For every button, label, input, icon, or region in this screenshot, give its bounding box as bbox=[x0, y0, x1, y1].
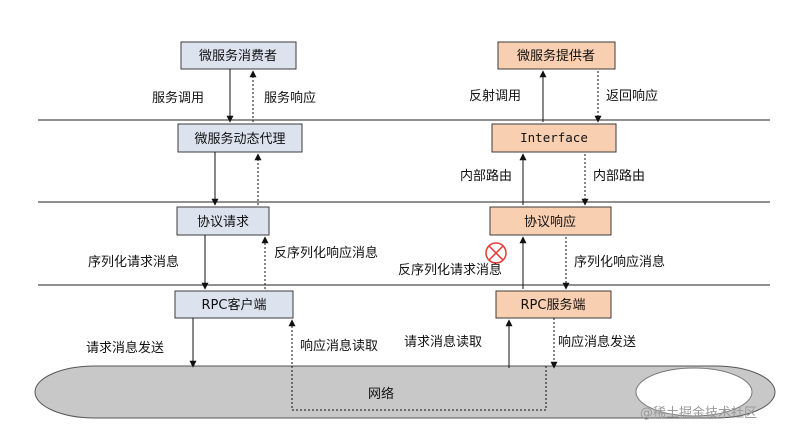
consumer-box bbox=[180, 41, 297, 70]
protocol-request-box bbox=[176, 206, 270, 236]
rpc-server-label: RPC服务端 bbox=[521, 297, 586, 313]
protocol-response-label: 协议响应 bbox=[524, 214, 576, 230]
protocol-request-label: 协议请求 bbox=[197, 215, 249, 230]
label-serialize-response: 序列化响应消息 bbox=[574, 254, 665, 270]
label-return-response: 返回响应 bbox=[606, 88, 658, 104]
protocol-response-box bbox=[489, 206, 612, 236]
arrow-response-return-path bbox=[288, 319, 547, 411]
dynamic-proxy-label: 微服务动态代理 bbox=[194, 131, 285, 147]
circle-x-icon bbox=[485, 242, 507, 264]
dynamic-proxy-box bbox=[177, 123, 303, 153]
network-shape bbox=[34, 365, 776, 419]
watermark: @稀土掘金技术社区 bbox=[640, 405, 757, 421]
consumer-box-label: 微服务消费者 bbox=[199, 48, 277, 64]
label-service-response: 服务响应 bbox=[264, 90, 316, 106]
rpc-client-box bbox=[174, 290, 294, 319]
rpc-server-box bbox=[495, 290, 612, 319]
label-deserialize-response: 反序列化响应消息 bbox=[274, 245, 378, 261]
label-read-request: 请求消息读取 bbox=[404, 334, 482, 350]
provider-box-label: 微服务提供者 bbox=[517, 48, 595, 64]
provider-box bbox=[497, 41, 616, 70]
label-send-request: 请求消息发送 bbox=[86, 340, 164, 356]
network-highlight bbox=[635, 367, 753, 417]
label-reflect-call: 反射调用 bbox=[469, 88, 521, 104]
label-service-call: 服务调用 bbox=[152, 90, 204, 106]
rpc-client-label: RPC客户端 bbox=[202, 297, 267, 313]
label-internal-route-right: 内部路由 bbox=[593, 168, 645, 184]
label-read-response: 响应消息读取 bbox=[300, 338, 378, 354]
label-send-response: 响应消息发送 bbox=[558, 334, 636, 350]
network-label: 网络 bbox=[368, 386, 394, 402]
label-internal-route-left: 内部路由 bbox=[460, 168, 512, 184]
label-deserialize-request: 反序列化请求消息 bbox=[398, 262, 502, 278]
interface-box bbox=[491, 123, 617, 153]
label-serialize-request: 序列化请求消息 bbox=[88, 254, 179, 270]
interface-label: Interface bbox=[520, 130, 588, 145]
